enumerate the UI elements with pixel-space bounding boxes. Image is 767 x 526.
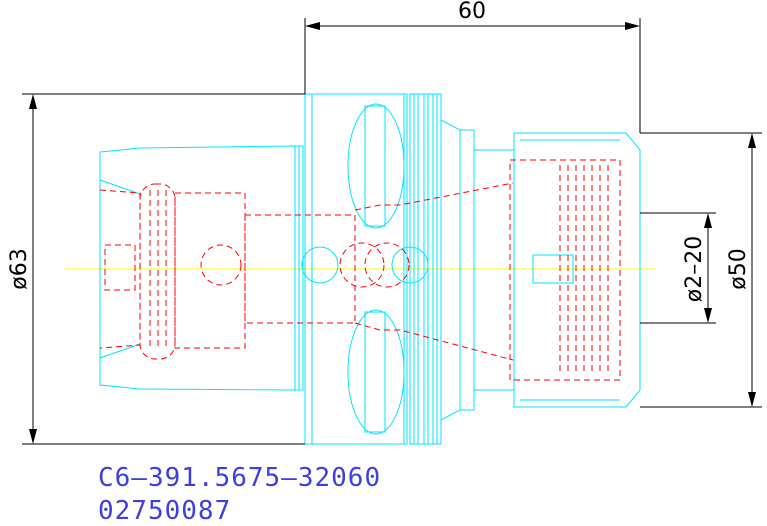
dimension-diameter-right: ø50 bbox=[726, 248, 751, 289]
holder-outline bbox=[99, 93, 641, 445]
part-number: C6–391.5675–32060 bbox=[98, 463, 382, 493]
dimension-arrows bbox=[29, 22, 756, 444]
hidden-lines bbox=[99, 159, 621, 381]
dimension-length-top: 60 bbox=[458, 0, 486, 24]
serial-number: 02750087 bbox=[98, 496, 232, 526]
dimension-clamp-range: ø2–20 bbox=[682, 236, 707, 302]
dimension-diameter-left: ø63 bbox=[7, 248, 32, 289]
dimension-lines bbox=[22, 18, 762, 445]
